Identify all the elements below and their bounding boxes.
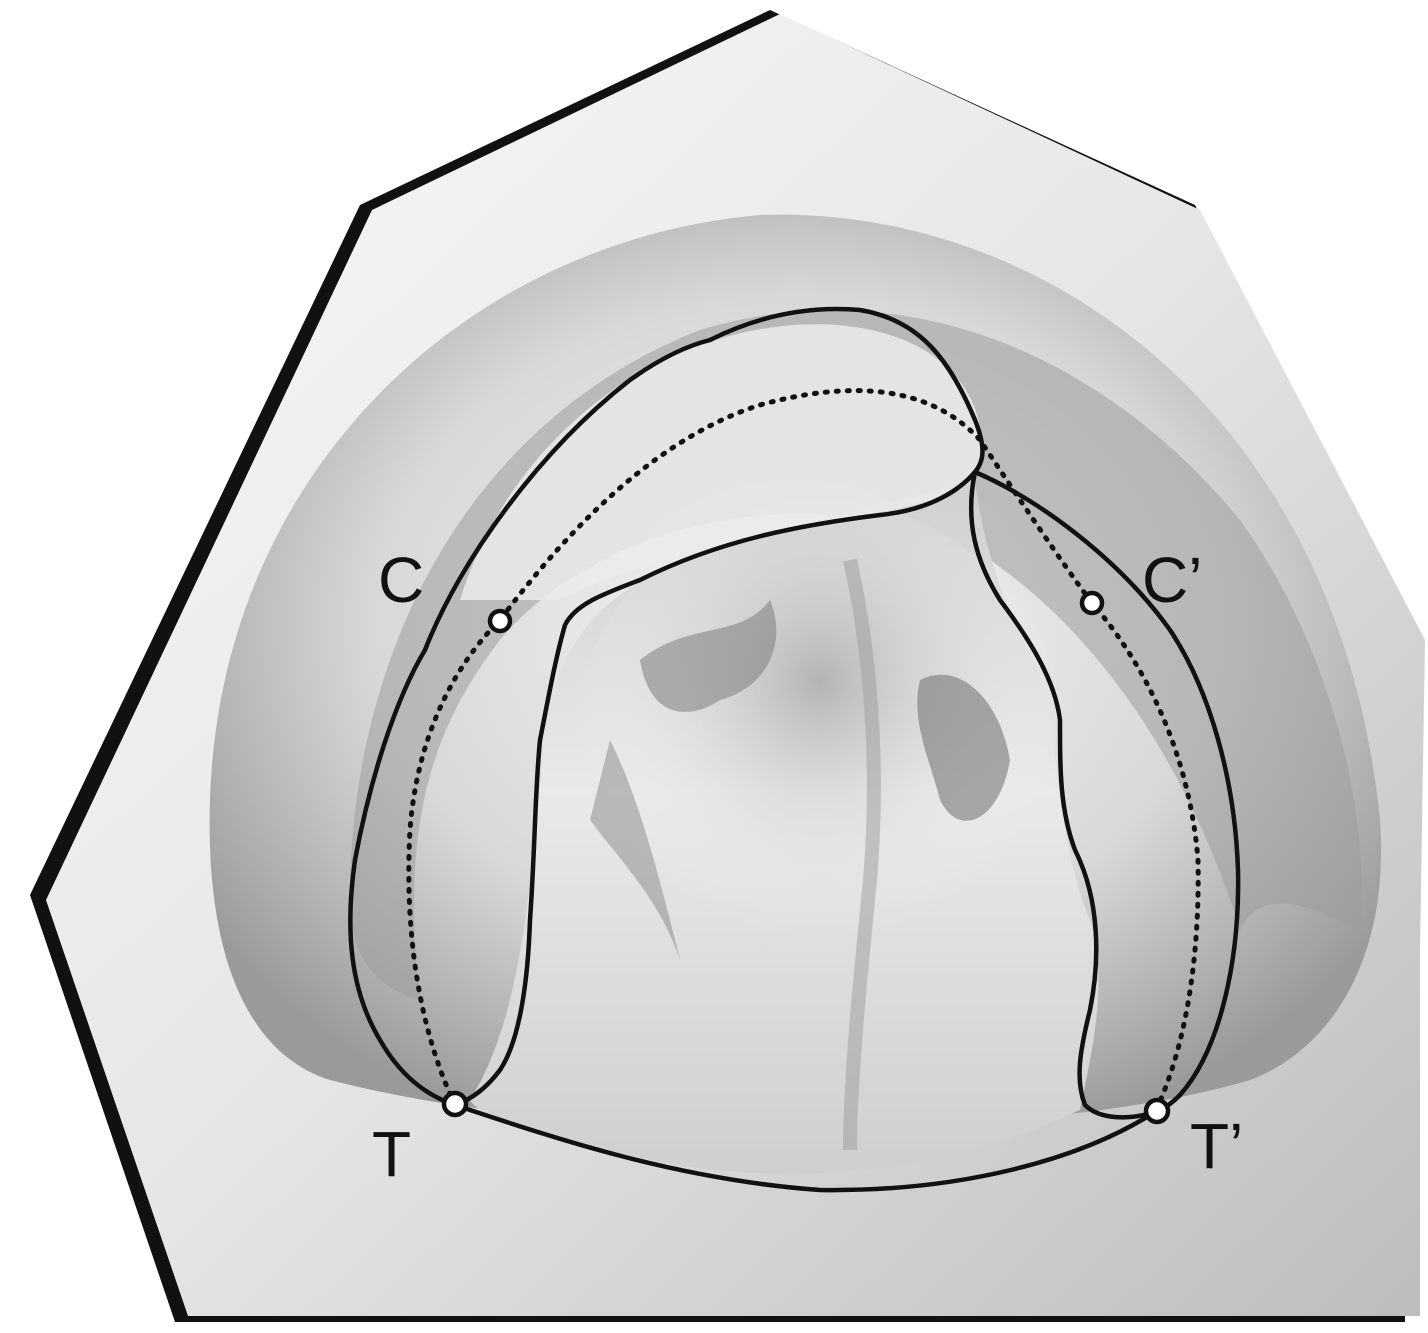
point-c xyxy=(490,611,510,631)
label-c: C xyxy=(378,544,424,616)
label-t-prime: T’ xyxy=(1190,1110,1243,1182)
point-c-prime xyxy=(1082,593,1102,613)
point-t xyxy=(444,1093,466,1115)
label-c-prime: C’ xyxy=(1142,544,1202,616)
point-t-prime xyxy=(1146,1100,1168,1122)
label-t: T xyxy=(372,1118,411,1190)
